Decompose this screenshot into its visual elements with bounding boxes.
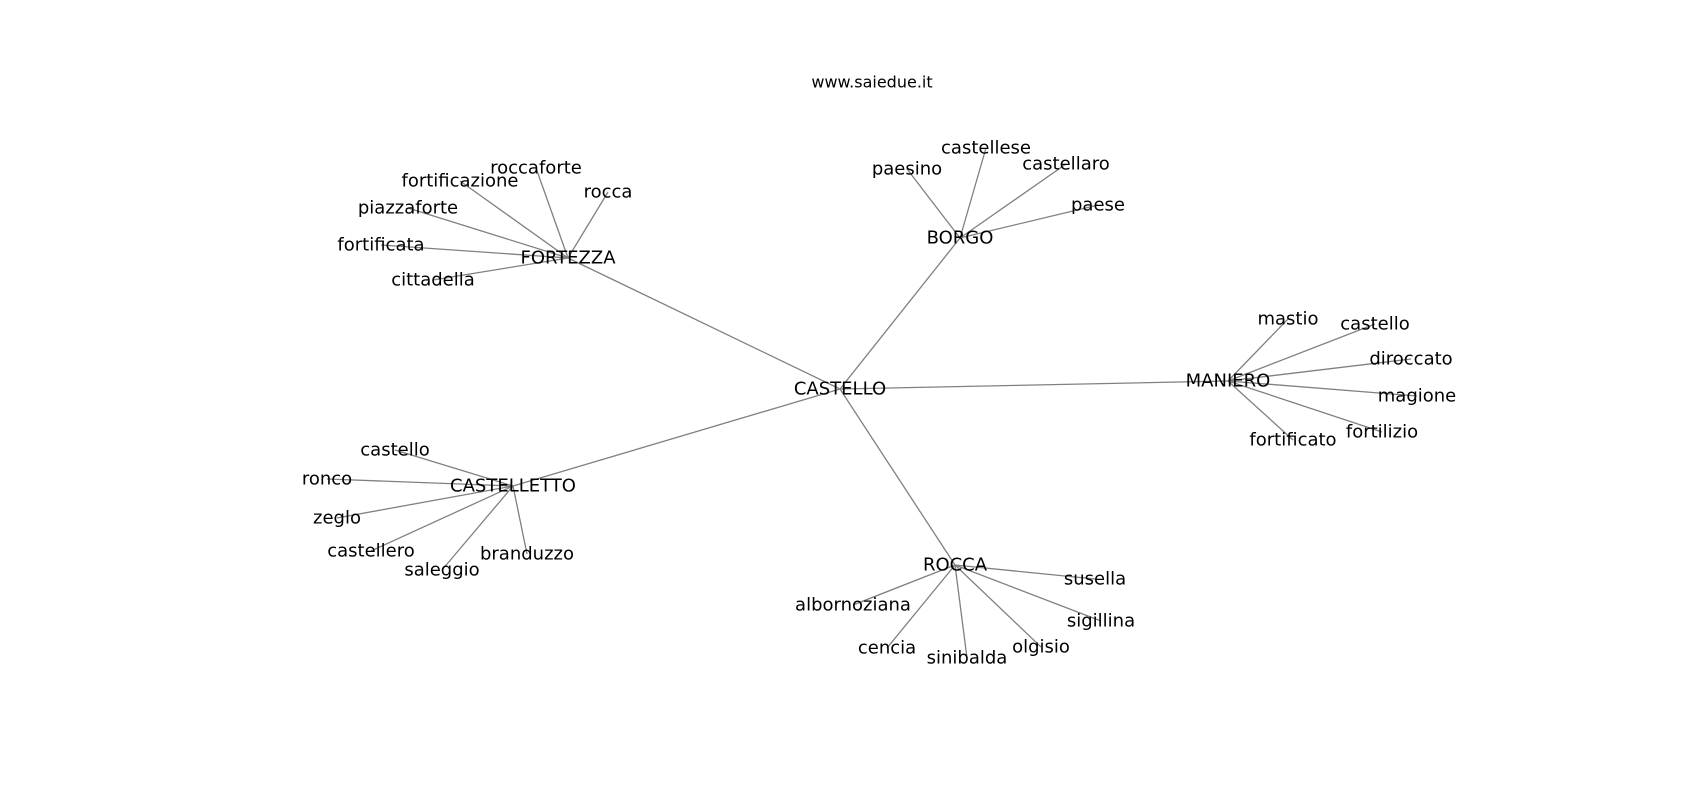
edge-castelletto-ronco <box>326 478 514 487</box>
node-label-diroccato: diroccato <box>1369 349 1452 370</box>
node-label-susella: susella <box>1064 569 1126 590</box>
edge-castelletto-saleggio <box>441 485 514 571</box>
edge-castelletto-zeglo <box>336 485 514 519</box>
edges-layer <box>326 147 1418 659</box>
node-label-castelletto: CASTELLETTO <box>450 476 576 497</box>
node-label-ronco: ronco <box>302 469 352 490</box>
node-label-rocca_hub: ROCCA <box>923 555 988 576</box>
edge-castello_center-castelletto <box>512 388 841 487</box>
node-label-fortezza: FORTEZZA <box>520 248 616 269</box>
watermark-text: www.saiedue.it <box>811 73 932 92</box>
node-label-castello_m: castello <box>1340 314 1409 335</box>
node-label-castello_c: castello <box>360 440 429 461</box>
edge-rocca_hub-olgisio <box>954 564 1042 648</box>
node-label-magione: magione <box>1378 386 1457 407</box>
edge-maniero-diroccato <box>1227 358 1412 382</box>
edge-fortezza-piazzaforte <box>407 207 569 259</box>
edge-fortezza-roccaforte <box>535 167 569 259</box>
node-label-maniero: MANIERO <box>1186 371 1271 392</box>
edge-castello_center-rocca_hub <box>839 388 956 566</box>
node-label-piazzaforte: piazzaforte <box>358 198 458 219</box>
node-label-paese: paese <box>1071 195 1125 216</box>
edge-borgo-castellese <box>959 147 987 239</box>
node-label-rocca_f: rocca <box>584 182 633 203</box>
edge-rocca_hub-albornoziana <box>852 564 956 606</box>
node-label-fortificata: fortificata <box>337 235 424 256</box>
edge-castelletto-castello_c <box>394 449 514 487</box>
node-label-cittadella: cittadella <box>391 270 475 291</box>
edge-borgo-castellaro <box>959 163 1067 239</box>
node-label-sigillina: sigillina <box>1067 611 1135 632</box>
node-label-mastio: mastio <box>1257 309 1318 330</box>
edge-borgo-paese <box>959 204 1099 239</box>
node-label-castellero: castellero <box>327 541 415 562</box>
node-label-borgo: BORGO <box>927 228 994 249</box>
node-label-saleggio: saleggio <box>404 560 479 581</box>
node-label-cencia: cencia <box>858 638 916 659</box>
edge-castelletto-branduzzo <box>512 485 528 555</box>
edge-fortezza-rocca_f <box>567 191 609 259</box>
edge-maniero-fortilizio <box>1227 380 1383 433</box>
edge-maniero-magione <box>1227 380 1418 397</box>
nodes-layer: CASTELLO FORTEZZA BORGO MANIERO CASTELLETTO R… <box>302 138 1456 669</box>
node-label-fortificazione: fortificazione <box>401 171 518 192</box>
node-label-branduzzo: branduzzo <box>480 544 574 565</box>
edge-rocca_hub-susella <box>954 564 1096 580</box>
edge-rocca_hub-cencia <box>886 564 956 649</box>
edge-maniero-mastio <box>1227 318 1289 382</box>
edge-castello_center-borgo <box>839 237 961 390</box>
node-label-castellaro: castellaro <box>1022 154 1110 175</box>
edge-castello_center-fortezza <box>567 257 841 390</box>
node-label-castello_center: CASTELLO <box>794 379 886 400</box>
node-label-sinibalda: sinibalda <box>927 648 1008 669</box>
node-label-roccaforte: roccaforte <box>490 158 582 179</box>
edge-fortezza-cittadella <box>432 257 569 281</box>
edge-maniero-fortificato <box>1227 380 1294 441</box>
node-label-albornoziana: albornoziana <box>795 595 911 616</box>
node-label-paesino: paesino <box>872 159 942 180</box>
node-label-zeglo: zeglo <box>313 508 361 529</box>
edge-borgo-paesino <box>906 168 961 239</box>
edge-rocca_hub-sigillina <box>954 564 1102 622</box>
edge-fortezza-fortificazione <box>459 180 569 259</box>
node-label-fortificato: fortificato <box>1249 430 1336 451</box>
edge-rocca_hub-sinibalda <box>954 564 968 659</box>
edge-maniero-castello_m <box>1227 323 1376 382</box>
edge-castello_center-maniero <box>839 380 1229 390</box>
node-label-fortilizio: fortilizio <box>1346 422 1418 443</box>
edge-fortezza-fortificata <box>380 244 569 259</box>
edge-castelletto-castellero <box>370 485 514 552</box>
node-label-olgisio: olgisio <box>1012 637 1070 658</box>
node-label-castellese: castellese <box>941 138 1031 159</box>
